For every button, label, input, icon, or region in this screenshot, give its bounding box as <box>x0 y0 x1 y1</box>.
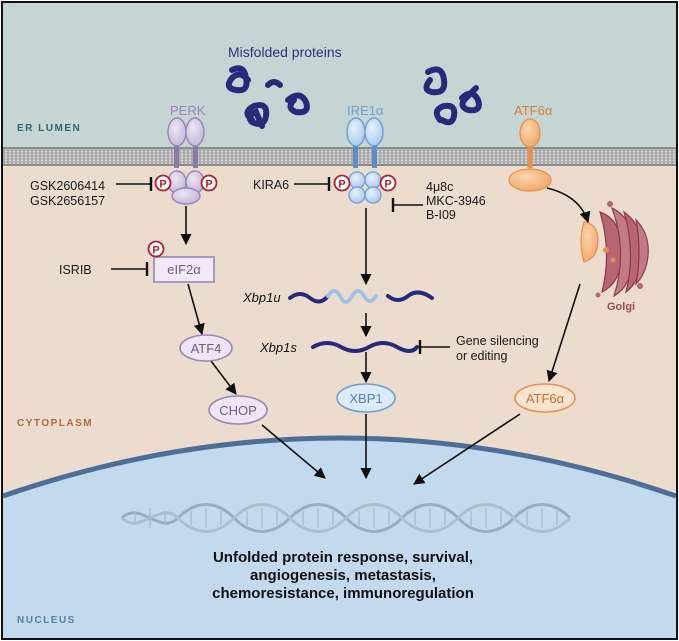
nucleus-region <box>3 438 676 638</box>
pathway-arrows <box>180 187 591 485</box>
rnase-inhibitor-2: MKC-3946 <box>426 194 486 208</box>
svg-text:P: P <box>159 179 166 191</box>
perk-inhibitor-2: GSK2656157 <box>30 194 105 208</box>
gene-silencing-line2: or editing <box>456 349 507 363</box>
dna-helix <box>120 503 572 533</box>
svg-text:P: P <box>338 179 345 191</box>
svg-text:eIF2α: eIF2α <box>167 262 201 277</box>
rnase-inhibitor-1: 4μ8c <box>426 180 453 194</box>
nuclear-envelope <box>2 435 677 499</box>
nucleus-label: NUCLEUS <box>17 615 76 626</box>
ire1-phospho-right: P <box>379 174 397 192</box>
misfolded-protein-icon <box>225 65 482 129</box>
misfolded-proteins-label: Misfolded proteins <box>228 44 342 60</box>
perk-label: PERK <box>170 103 206 118</box>
atf6-top-label: ATF6α <box>514 103 553 118</box>
outcome-line-3: chemoresistance, immunoregulation <box>212 585 474 602</box>
outcome-line-1: Unfolded protein response, survival, <box>213 549 473 566</box>
eif2a-phospho: P <box>147 240 165 258</box>
rnase-inhibitor-3: B-I09 <box>426 208 456 222</box>
er-lumen-label: ER LUMEN <box>17 123 81 134</box>
er-membrane <box>3 147 676 166</box>
svg-text:CHOP: CHOP <box>219 403 257 418</box>
perk-phospho-left: P <box>154 174 172 192</box>
xbp1u-mrna <box>288 289 434 304</box>
xbp1u-label: Xbp1u <box>242 290 281 305</box>
atf4-node: ATF4 <box>179 334 233 362</box>
xbp1s-mrna <box>311 341 419 353</box>
perk-inhibitor-1: GSK2606414 <box>30 179 105 193</box>
atf6-receptor <box>508 118 552 192</box>
svg-text:P: P <box>205 179 212 191</box>
er-lumen-region <box>3 3 676 147</box>
atf6-node: ATF6α <box>514 383 576 413</box>
svg-text:P: P <box>384 179 391 191</box>
perk-receptor <box>167 117 205 205</box>
ire1-phospho-left: P <box>333 174 351 192</box>
xbp1s-label: Xbp1s <box>259 340 297 355</box>
kira6-label: KIRA6 <box>253 178 289 192</box>
cytoplasm-label: CYTOPLASM <box>17 418 93 429</box>
golgi-label: Golgi <box>607 301 635 313</box>
eif2a-node: eIF2α <box>153 256 215 283</box>
svg-text:XBP1: XBP1 <box>349 391 382 406</box>
svg-text:ATF6α: ATF6α <box>526 391 565 406</box>
perk-phospho-right: P <box>200 174 218 192</box>
golgi-icon <box>580 201 649 298</box>
ire1-label: IRE1α <box>347 103 384 118</box>
isrib-label: ISRIB <box>59 263 92 277</box>
ire1-receptor <box>346 117 384 204</box>
chop-node: CHOP <box>208 395 268 425</box>
xbp1-node: XBP1 <box>336 383 396 413</box>
outcome-line-2: angiogenesis, metastasis, <box>250 567 436 584</box>
svg-text:P: P <box>152 245 159 257</box>
gene-silencing-line1: Gene silencing <box>456 334 539 348</box>
svg-text:ATF4: ATF4 <box>191 341 222 356</box>
